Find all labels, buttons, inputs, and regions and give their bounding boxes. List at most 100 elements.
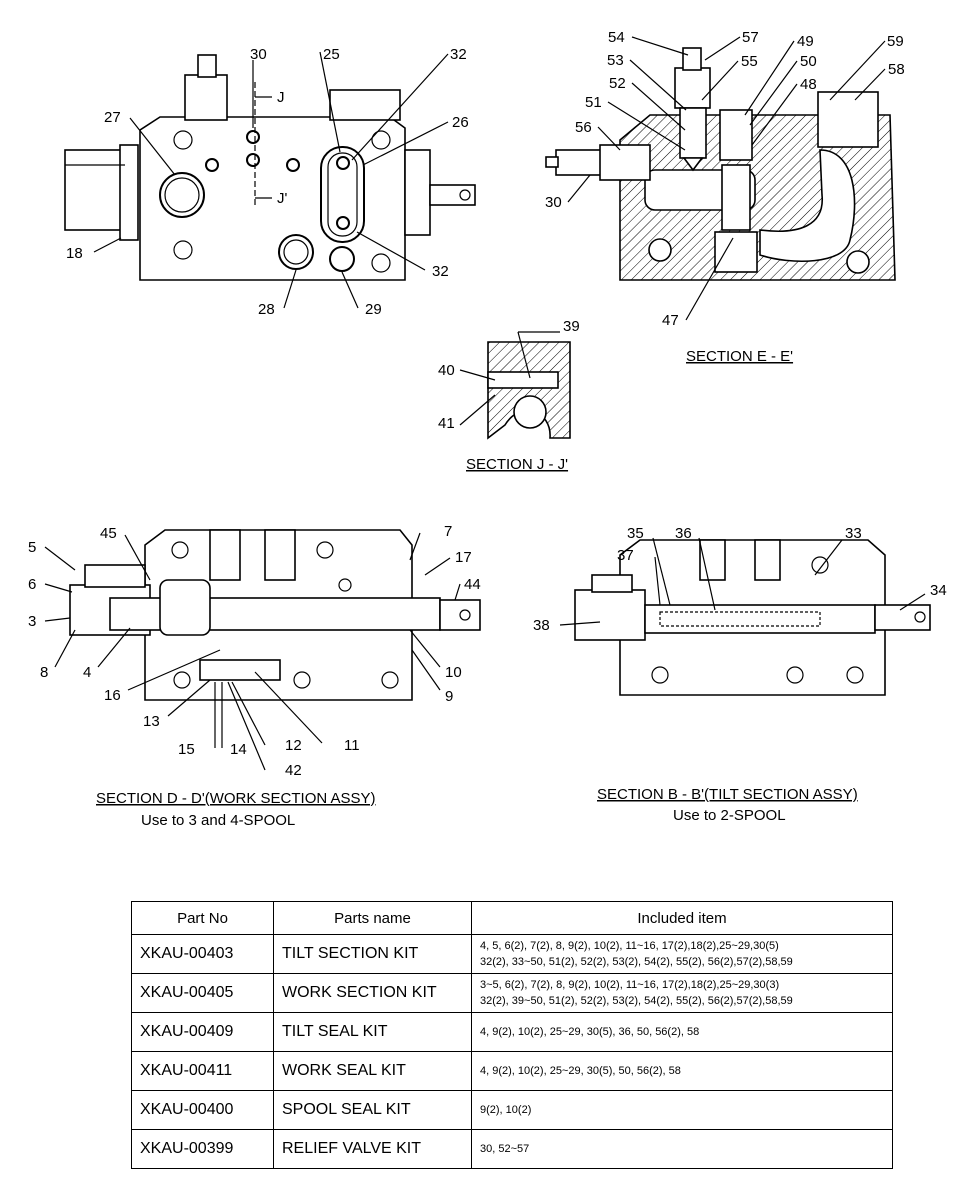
callout-label: 32 — [432, 263, 449, 280]
included-item-line: 9(2), 10(2) — [480, 1104, 532, 1116]
callout-label: 10 — [445, 664, 462, 681]
callout-label: 58 — [888, 61, 905, 78]
callout-label: 8 — [40, 664, 48, 681]
callout-label: 45 — [100, 525, 117, 542]
callout-label: 18 — [66, 245, 83, 262]
section-bb-view — [559, 537, 931, 696]
header-parts-name: Parts name — [273, 901, 472, 935]
callout-label: 49 — [797, 33, 814, 50]
caption-section-bb-sub: Use to 2-SPOOL — [673, 807, 786, 824]
included-item-cell: 4, 9(2), 10(2), 25~29, 30(5), 36, 50, 56… — [471, 1012, 893, 1052]
callout-label: 30 — [250, 46, 267, 63]
included-item-line: 4, 9(2), 10(2), 25~29, 30(5), 36, 50, 56… — [480, 1026, 700, 1038]
section-ee-view — [545, 36, 896, 321]
callout-label: 44 — [464, 576, 481, 593]
included-item-cell: 3~5, 6(2), 7(2), 8, 9(2), 10(2), 11~16, … — [471, 973, 893, 1013]
table-row: XKAU-00403 TILT SECTION KIT 4, 5, 6(2), … — [131, 934, 893, 974]
callout-label: 53 — [607, 52, 624, 69]
table-row: XKAU-00400 SPOOL SEAL KIT 9(2), 10(2) — [131, 1090, 893, 1130]
table-row: XKAU-00409 TILT SEAL KIT 4, 9(2), 10(2),… — [131, 1012, 893, 1052]
parts-name-cell: SPOOL SEAL KIT — [273, 1090, 472, 1130]
callout-label: 28 — [258, 301, 275, 318]
callout-label: 37 — [617, 547, 634, 564]
callout-label: 38 — [533, 617, 550, 634]
callout-label: 57 — [742, 29, 759, 46]
part-no-cell: XKAU-00399 — [131, 1129, 274, 1169]
callout-label: 15 — [178, 741, 195, 758]
header-included-item: Included item — [471, 901, 893, 935]
caption-section-dd-sub: Use to 3 and 4-SPOOL — [141, 812, 295, 829]
header-part-no: Part No — [131, 901, 274, 935]
callout-label: 51 — [585, 94, 602, 111]
section-bb-callouts: 35 36 33 37 34 38 — [533, 525, 947, 634]
section-mark: J — [277, 89, 285, 106]
section-ee-callouts: 54 57 49 59 53 55 50 58 52 48 51 56 30 4… — [545, 29, 905, 329]
callout-label: 16 — [104, 687, 121, 704]
caption-section-jj: SECTION J - J' — [466, 456, 568, 473]
face-view-callouts: 30 25 32 27 26 18 32 28 29 J J' — [66, 46, 469, 318]
callout-label: 52 — [609, 75, 626, 92]
callout-label: 30 — [545, 194, 562, 211]
table-row: XKAU-00405 WORK SECTION KIT 3~5, 6(2), 7… — [131, 973, 893, 1013]
callout-label: 29 — [365, 301, 382, 318]
section-jj-view — [459, 331, 571, 440]
callout-label: 59 — [887, 33, 904, 50]
callout-label: 50 — [800, 53, 817, 70]
callout-label: 7 — [444, 523, 452, 540]
callout-label: 47 — [662, 312, 679, 329]
callout-label: 40 — [438, 362, 455, 379]
callout-label: 9 — [445, 688, 453, 705]
callout-label: 35 — [627, 525, 644, 542]
included-item-line: 32(2), 39~50, 51(2), 52(2), 53(2), 54(2)… — [480, 995, 793, 1007]
caption-section-dd: SECTION D - D'(WORK SECTION ASSY) — [96, 790, 376, 807]
section-mark: J' — [277, 190, 288, 207]
part-no-cell: XKAU-00403 — [131, 934, 274, 974]
parts-name-cell: WORK SEAL KIT — [273, 1051, 472, 1091]
table-header-row: Part No Parts name Included item — [131, 901, 893, 935]
part-no-cell: XKAU-00405 — [131, 973, 274, 1013]
callout-label: 14 — [230, 741, 247, 758]
exploded-valve-drawing: 30 25 32 27 26 18 32 28 29 J J' — [28, 29, 947, 829]
part-no-cell: XKAU-00409 — [131, 1012, 274, 1052]
callout-label: 56 — [575, 119, 592, 136]
included-item-line: 4, 5, 6(2), 7(2), 8, 9(2), 10(2), 11~16,… — [480, 940, 779, 952]
included-item-line: 30, 52~57 — [480, 1143, 530, 1155]
callout-label: 3 — [28, 613, 36, 630]
callout-label: 39 — [563, 318, 580, 335]
parts-name-cell: RELIEF VALVE KIT — [273, 1129, 472, 1169]
callout-label: 55 — [741, 53, 758, 70]
included-item-cell: 4, 9(2), 10(2), 25~29, 30(5), 50, 56(2),… — [471, 1051, 893, 1091]
included-item-line: 32(2), 33~50, 51(2), 52(2), 53(2), 54(2)… — [480, 956, 793, 968]
callout-label: 42 — [285, 762, 302, 779]
callout-label: 34 — [930, 582, 947, 599]
callout-label: 27 — [104, 109, 121, 126]
part-no-cell: XKAU-00411 — [131, 1051, 274, 1091]
included-item-line: 4, 9(2), 10(2), 25~29, 30(5), 50, 56(2),… — [480, 1065, 681, 1077]
included-item-cell: 4, 5, 6(2), 7(2), 8, 9(2), 10(2), 11~16,… — [471, 934, 893, 974]
section-dd-callouts: 5 45 7 17 6 44 3 8 4 10 9 16 13 11 12 15… — [28, 523, 481, 779]
valve-face-view — [64, 51, 476, 309]
parts-name-cell: WORK SECTION KIT — [273, 973, 472, 1013]
callout-label: 25 — [323, 46, 340, 63]
callout-label: 5 — [28, 539, 36, 556]
included-item-cell: 9(2), 10(2) — [471, 1090, 893, 1130]
parts-name-cell: TILT SECTION KIT — [273, 934, 472, 974]
included-item-line: 3~5, 6(2), 7(2), 8, 9(2), 10(2), 11~16, … — [480, 979, 780, 991]
parts-name-cell: TILT SEAL KIT — [273, 1012, 472, 1052]
part-no-cell: XKAU-00400 — [131, 1090, 274, 1130]
callout-label: 54 — [608, 29, 625, 46]
section-jj-callouts: 39 40 41 — [438, 318, 580, 432]
callout-label: 6 — [28, 576, 36, 593]
callout-label: 33 — [845, 525, 862, 542]
table-row: XKAU-00399 RELIEF VALVE KIT 30, 52~57 — [131, 1129, 893, 1169]
callout-label: 48 — [800, 76, 817, 93]
section-dd-view — [44, 529, 481, 771]
callout-label: 26 — [452, 114, 469, 131]
callout-label: 41 — [438, 415, 455, 432]
callout-label: 4 — [83, 664, 91, 681]
caption-section-bb: SECTION B - B'(TILT SECTION ASSY) — [597, 786, 858, 803]
table-row: XKAU-00411 WORK SEAL KIT 4, 9(2), 10(2),… — [131, 1051, 893, 1091]
caption-section-ee: SECTION E - E' — [686, 348, 793, 365]
callout-label: 17 — [455, 549, 472, 566]
callout-label: 36 — [675, 525, 692, 542]
